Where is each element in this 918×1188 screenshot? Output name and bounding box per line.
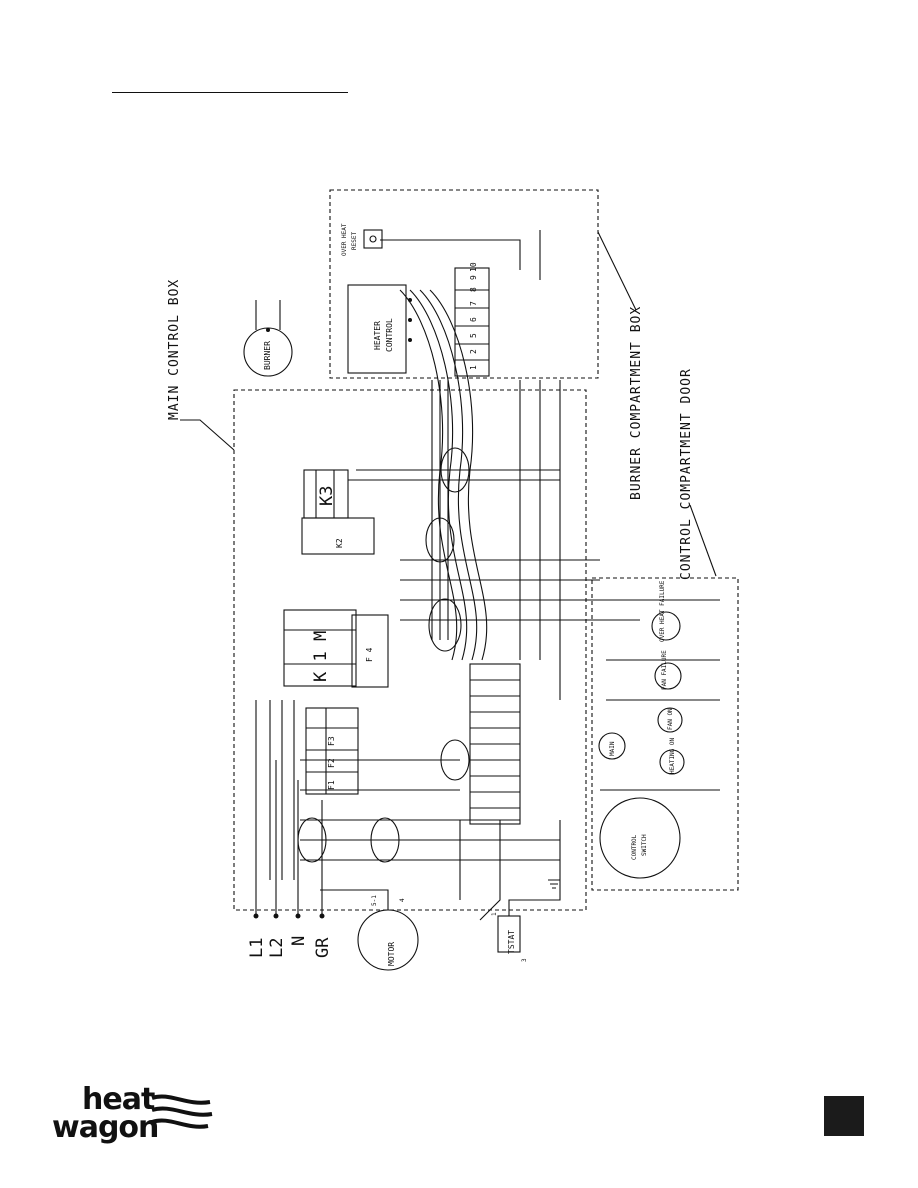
label-burner-compartment-box: BURNER COMPARTMENT BOX [629, 306, 644, 500]
heater-control-box [347, 284, 407, 374]
heat-wagon-logo: heat wagon [52, 1082, 222, 1146]
contactor-k1m [283, 609, 357, 687]
label-burner: BURNER [263, 341, 272, 370]
label-tstat-terminal-1: 1 [491, 912, 498, 916]
label-over-heat: OVER HEAT [341, 223, 348, 256]
label-reset: RESET [351, 232, 358, 250]
heating-on-indicator [659, 749, 685, 775]
main-indicator [598, 732, 626, 760]
label-k2: K2 [335, 538, 344, 548]
logo-flame-icon [151, 1094, 213, 1129]
label-f2: F2 [327, 758, 336, 768]
title-underline [112, 92, 348, 93]
label-k1m: K 1 M [311, 631, 331, 682]
fan-failure-indicator [654, 662, 682, 690]
control-switch-symbol [599, 797, 681, 879]
terminal-6: 6 [469, 317, 478, 322]
label-control-switch: CONTROL [631, 834, 638, 860]
relay-k2 [301, 517, 375, 555]
fan-on-indicator [657, 707, 683, 733]
label-control-compartment-door: CONTROL COMPARTMENT DOOR [679, 368, 694, 580]
page-number-box [824, 1096, 864, 1136]
label-fan-on: FAN ON [667, 708, 674, 730]
label-l1: L1 [247, 938, 267, 958]
leader-door [689, 504, 717, 577]
overload-f4 [351, 614, 389, 688]
label-heater-control: CONTROL [385, 318, 394, 352]
leader-main-box [180, 419, 235, 451]
terminal-2: 2 [469, 349, 478, 354]
label-heater: HEATER [373, 321, 382, 350]
label-tstat-terminal-3: 3 [521, 958, 528, 962]
logo-word-heat: heat [82, 1082, 155, 1117]
label-l2: L2 [267, 938, 287, 958]
label-f3: F3 [327, 736, 336, 746]
label-main-control-box: MAIN CONTROL BOX [167, 279, 182, 420]
fuse-block [305, 707, 359, 795]
label-motor-terminal-4: 4 [399, 898, 406, 902]
label-gr: GR [313, 937, 333, 958]
terminal-9: 9 [469, 275, 478, 280]
terminal-7: 7 [469, 301, 478, 306]
terminal-5: 5 [469, 333, 478, 338]
label-fan-failure: FAN FAILURE [661, 650, 668, 690]
leader-burner-box [597, 231, 637, 311]
main-control-box-outline [233, 389, 587, 911]
label-main: MAIN [609, 741, 616, 756]
burner-terminal-block [454, 267, 490, 377]
label-n: N [289, 936, 309, 946]
label-heating-on: HEATING ON [669, 737, 676, 774]
label-motor: MOTOR [387, 942, 396, 966]
burner-compartment-box-outline [329, 189, 599, 379]
control-door-outline [591, 577, 739, 891]
terminal-10: 10 [469, 262, 478, 272]
label-switch: SWITCH [641, 834, 648, 856]
label-tstat: TSTAT [507, 930, 516, 954]
label-f1: F1 [327, 780, 336, 790]
terminal-1: 1 [469, 365, 478, 370]
over-heat-reset-box [363, 229, 383, 249]
terminal-8: 8 [469, 287, 478, 292]
logo-word-wagon: wagon [52, 1110, 159, 1145]
label-k3: K3 [317, 486, 337, 506]
label-f4: F 4 [365, 647, 374, 662]
label-over-heat-failure: OVER HEAT FAILURE [659, 580, 666, 642]
over-heat-failure-indicator [651, 611, 681, 641]
label-motor-terminal-5-1: 5-1 [371, 895, 378, 906]
